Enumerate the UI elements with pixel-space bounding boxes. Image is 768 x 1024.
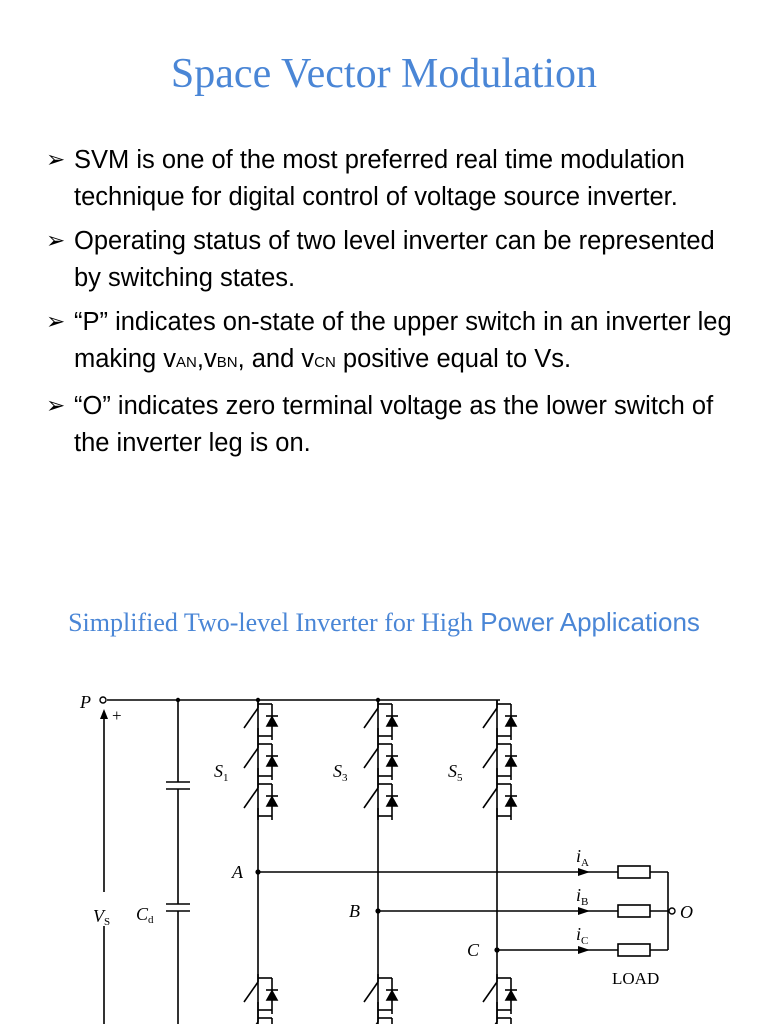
switch-cell-icon	[243, 700, 279, 740]
subscript-an: AN	[176, 354, 197, 371]
subscript-bn: BN	[216, 354, 238, 371]
junction-dot	[255, 869, 261, 875]
bullet-text: Operating status of two level inverter c…	[74, 227, 715, 292]
switch-label-s3: S3	[333, 761, 348, 784]
terminal-o	[668, 907, 676, 915]
bullet-text: “O” indicates zero terminal voltage as t…	[74, 392, 714, 457]
slide-title: Space Vector Modulation	[170, 51, 598, 97]
switch-cell-icon	[363, 700, 399, 740]
current-arrow-icon	[578, 868, 590, 876]
current-label-a: iA	[576, 846, 589, 869]
switch-cell-icon	[255, 1014, 273, 1024]
switch-label-s5: S5	[448, 761, 463, 784]
subscript-cn: CN	[314, 354, 336, 371]
current-arrow-icon	[578, 907, 590, 915]
terminal-p	[99, 696, 107, 704]
node-p-label: P	[79, 692, 91, 712]
capacitor-label: Cd	[136, 904, 154, 926]
node-b-label: B	[349, 901, 360, 921]
current-label-c: iC	[576, 924, 588, 947]
bullet-item: ➢ “P” indicates on-state of the upper sw…	[46, 304, 736, 381]
bullet-text: “P” indicates on-state of the upper swit…	[74, 308, 732, 373]
switch-cell-icon	[243, 780, 279, 820]
switch-cell-icon	[482, 740, 518, 780]
node-c-label: C	[467, 940, 480, 960]
bullet-list: ➢ SVM is one of the most preferred real …	[46, 142, 736, 469]
node-a-label: A	[231, 862, 244, 882]
bullet-item: ➢ Operating status of two level inverter…	[46, 223, 736, 297]
bullet-item: ➢ “O” indicates zero terminal voltage as…	[46, 388, 736, 462]
bullet-arrow-icon: ➢	[46, 146, 66, 172]
junction-dot	[255, 697, 261, 703]
switch-cell-icon	[482, 700, 518, 740]
circuit-svg: P + VS Cd S1 S3 S5 A B C iA iB iC O LOAD	[79, 692, 693, 1024]
bullet-arrow-icon: ➢	[46, 392, 66, 418]
node-o-label: O	[680, 902, 693, 922]
voltage-arrow-icon	[100, 709, 108, 719]
switch-cell-icon	[363, 780, 399, 820]
current-label-b: iB	[576, 885, 588, 908]
figure-caption: Simplified Two-level Inverter for High P…	[68, 607, 700, 637]
junction-dot	[494, 947, 500, 953]
switch-cell-icon	[243, 974, 279, 1014]
plus-sign-label: +	[112, 706, 122, 725]
switch-cell-icon	[375, 1014, 393, 1024]
junction-dot	[375, 697, 381, 703]
switch-cell-icon	[363, 740, 399, 780]
switch-stacks	[243, 700, 518, 1024]
switch-cell-icon	[482, 780, 518, 820]
switch-cell-icon	[482, 974, 518, 1014]
switch-cell-icon	[494, 1014, 512, 1024]
junction-dot	[175, 697, 181, 703]
switch-label-s1: S1	[214, 761, 229, 784]
switch-cell-icon	[363, 974, 399, 1014]
junction-dot	[375, 908, 381, 914]
bullet-item: ➢ SVM is one of the most preferred real …	[46, 142, 736, 216]
bullet-arrow-icon: ➢	[46, 308, 66, 334]
bullet-text: SVM is one of the most preferred real ti…	[74, 146, 685, 211]
load-label: LOAD	[612, 969, 659, 988]
switch-cell-icon	[243, 740, 279, 780]
current-arrow-icon	[578, 946, 590, 954]
source-voltage-label: VS	[93, 906, 110, 928]
bullet-arrow-icon: ➢	[46, 227, 66, 253]
inverter-circuit-diagram: P + VS Cd S1 S3 S5 A B C iA iB iC O LOAD	[60, 682, 720, 1024]
